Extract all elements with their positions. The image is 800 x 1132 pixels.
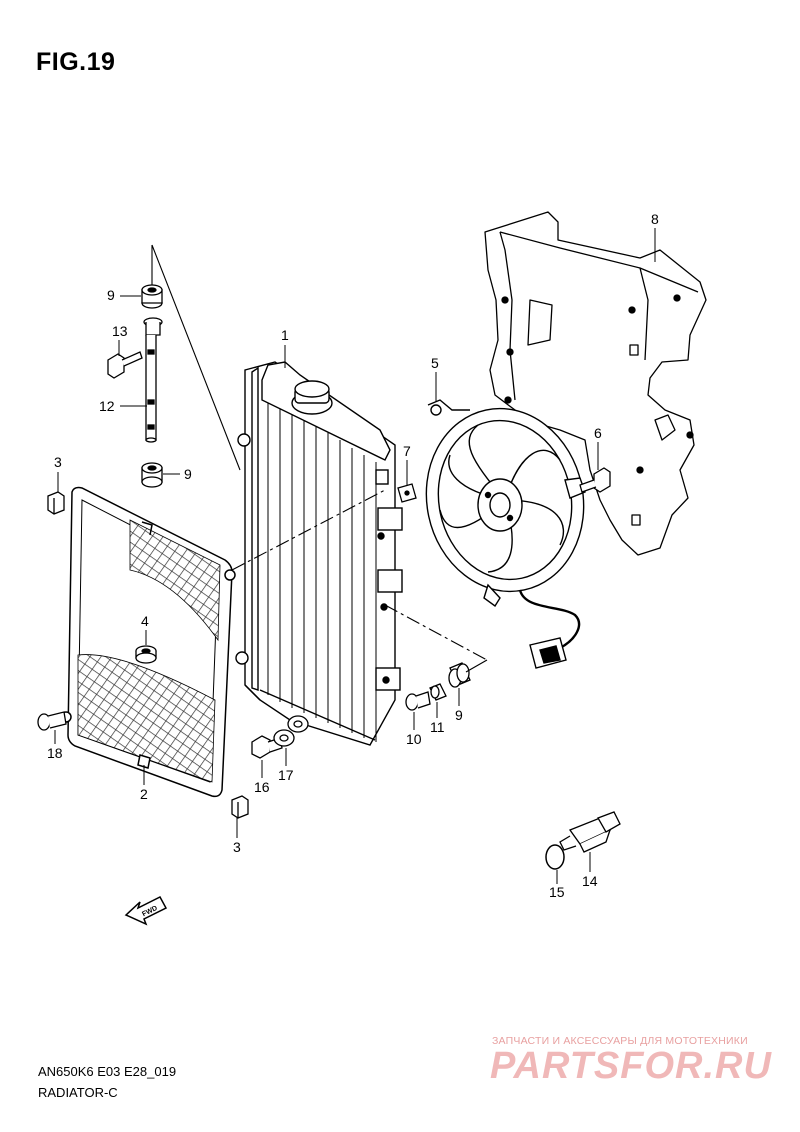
o-ring <box>545 844 565 870</box>
callout-15: 15 <box>549 884 565 900</box>
bolt-16 <box>251 735 283 759</box>
callout-9-bottom: 9 <box>184 466 192 482</box>
bolt-10 <box>405 691 431 711</box>
callout-4: 4 <box>141 613 149 629</box>
callout-11: 11 <box>430 719 445 735</box>
screw-18 <box>37 711 67 731</box>
bolt-6 <box>579 467 611 493</box>
callout-9-right: 9 <box>455 707 463 723</box>
clip-top <box>47 491 65 515</box>
model-code: AN650K6 E03 E28_019 <box>38 1064 177 1079</box>
collar-11 <box>429 683 447 701</box>
clip-bottom <box>231 795 249 819</box>
radiator <box>235 361 403 746</box>
callout-18: 18 <box>47 745 63 761</box>
grommet-right <box>448 662 471 688</box>
reference-lines <box>151 244 488 673</box>
callout-16: 16 <box>254 779 270 795</box>
cooling-fan <box>425 399 586 669</box>
callout-3-top: 3 <box>54 454 62 470</box>
section-name: RADIATOR-C <box>38 1085 118 1100</box>
callout-13: 13 <box>112 323 128 339</box>
callout-14: 14 <box>582 873 598 889</box>
callout-5: 5 <box>431 355 439 371</box>
callout-2: 2 <box>140 786 148 802</box>
grommet-bottom <box>141 462 163 488</box>
radiator-grille <box>60 486 236 798</box>
callout-10: 10 <box>406 731 422 747</box>
grommet-top <box>141 284 163 309</box>
callout-1: 1 <box>281 327 289 343</box>
fan-shroud <box>484 211 707 556</box>
callout-12: 12 <box>99 398 115 414</box>
callout-9-top: 9 <box>107 287 115 303</box>
callout-3-bottom: 3 <box>233 839 241 855</box>
callout-6: 6 <box>594 425 602 441</box>
clip-7 <box>397 483 417 503</box>
washer-17 <box>273 715 309 747</box>
nut-4 <box>135 645 157 664</box>
callout-7: 7 <box>403 443 411 459</box>
callout-17: 17 <box>278 767 294 783</box>
watermark-tagline: ЗАПЧАСТИ И АКСЕССУАРЫ ДЛЯ МОТОТЕХНИКИ <box>492 1035 748 1047</box>
watermark-logo: PARTSFOR.RU <box>490 1045 772 1087</box>
leader-lines <box>54 228 656 884</box>
forward-arrow-icon: FWD <box>124 896 168 926</box>
thermo-switch <box>559 811 621 853</box>
callout-8: 8 <box>651 211 659 227</box>
bolt-13 <box>107 351 143 379</box>
callout-labels: 1 2 3 3 4 5 6 7 8 9 9 9 10 11 12 13 14 1… <box>47 211 659 900</box>
figure-title: FIG.19 <box>36 48 116 76</box>
radiator-stay <box>143 317 163 443</box>
